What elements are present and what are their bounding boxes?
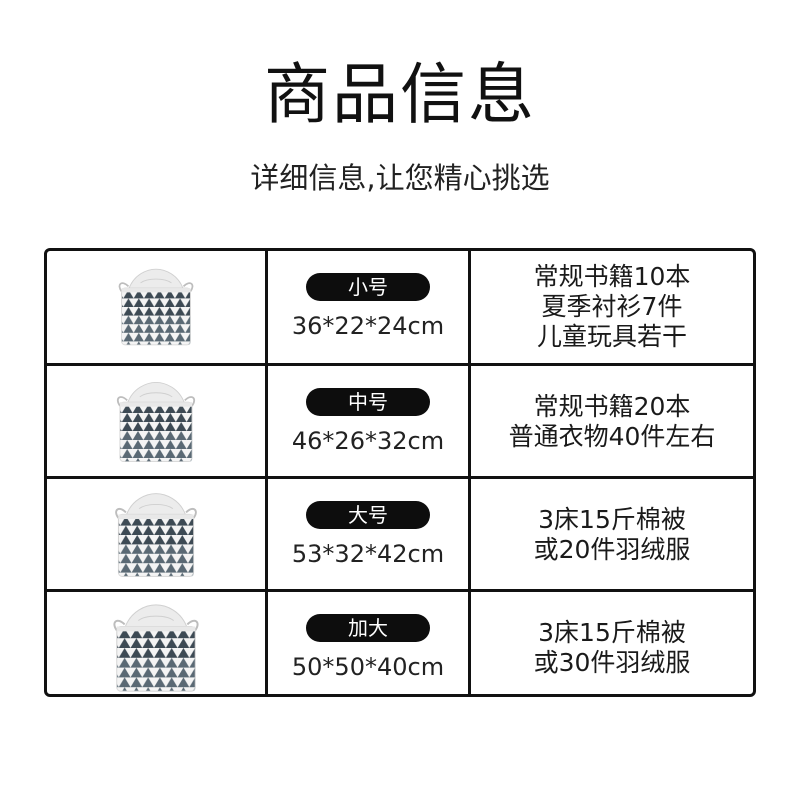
size-cell: 加大 50*50*40cm [268,592,468,694]
capacity-line: 3床15斤棉被 [538,618,686,647]
size-badge: 中号 [306,388,430,416]
capacity-line: 3床15斤棉被 [538,505,686,534]
column-divider [265,251,268,694]
size-badge: 小号 [306,273,430,301]
row-divider [47,363,753,366]
size-badge: 大号 [306,501,430,529]
dimensions-text: 50*50*40cm [291,653,445,681]
product-info-table: 小号 36*22*24cm 常规书籍10本 夏季衬衫7件 儿童玩具若干 中号 4… [44,248,756,697]
storage-bag-xlarge-image [113,603,199,693]
capacity-line: 夏季衬衫7件 [541,292,683,321]
bag-image-cell [47,592,265,694]
table-row: 小号 36*22*24cm 常规书籍10本 夏季衬衫7件 儿童玩具若干 [47,251,753,363]
column-divider [468,251,471,694]
page-subtitle: 详细信息,让您精心挑选 [250,161,550,195]
storage-bag-small-image [118,268,194,346]
capacity-line: 儿童玩具若干 [536,322,687,351]
table-row: 中号 46*26*32cm 常规书籍20本 普通衣物40件左右 [47,366,753,478]
capacity-cell: 常规书籍20本 普通衣物40件左右 [471,366,753,478]
row-divider [47,476,753,479]
dimensions-text: 53*32*42cm [291,540,445,568]
storage-bag-large-image [115,492,197,578]
storage-bag-medium-image [116,381,196,463]
size-cell: 中号 46*26*32cm [268,366,468,478]
page-title: 商品信息 [264,56,536,133]
capacity-cell: 常规书籍10本 夏季衬衫7件 儿童玩具若干 [471,251,753,363]
capacity-line: 或20件羽绒服 [533,535,691,564]
capacity-cell: 3床15斤棉被 或20件羽绒服 [471,479,753,591]
bag-image-cell [47,479,265,591]
capacity-line: 常规书籍20本 [533,392,691,421]
dimensions-text: 36*22*24cm [291,312,445,340]
size-badge: 加大 [306,614,430,642]
table-row: 大号 53*32*42cm 3床15斤棉被 或20件羽绒服 [47,479,753,591]
capacity-cell: 3床15斤棉被 或30件羽绒服 [471,592,753,694]
table-row: 加大 50*50*40cm 3床15斤棉被 或30件羽绒服 [47,592,753,694]
size-cell: 大号 53*32*42cm [268,479,468,591]
row-divider [47,589,753,592]
capacity-line: 或30件羽绒服 [533,648,691,677]
dimensions-text: 46*26*32cm [291,427,445,455]
bag-image-cell [47,251,265,363]
capacity-line: 常规书籍10本 [533,262,691,291]
capacity-line: 普通衣物40件左右 [508,422,716,451]
size-cell: 小号 36*22*24cm [268,251,468,363]
bag-image-cell [47,366,265,478]
